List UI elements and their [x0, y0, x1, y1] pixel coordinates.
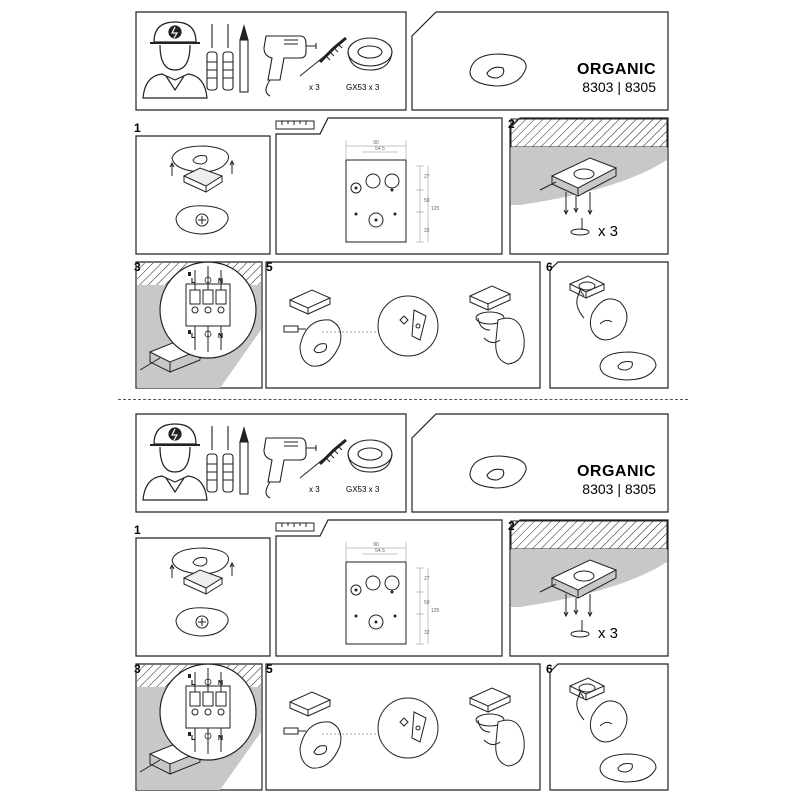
terminal-label-N-top: N: [218, 680, 223, 687]
drill-icon: [263, 437, 317, 499]
drilling-template-panel: 90 54.5 27 50 125 32: [275, 117, 503, 255]
ground-icon: [204, 276, 212, 338]
step-1-panel: [135, 537, 271, 657]
instruction-sheet: x 3 GX53 x 3 ORGANIC 8303 | 8305 1: [134, 413, 669, 791]
terminal-label-L-top: L: [191, 278, 196, 285]
bracket-with-lamp-icon: [283, 289, 342, 367]
terminal-block-zoom: L N L N: [159, 261, 257, 359]
terminal-label-L-top: L: [191, 680, 196, 687]
dim-a: 27: [424, 576, 430, 582]
product-name: ORGANIC: [577, 61, 656, 78]
step-2-panel: x 3: [509, 117, 669, 255]
pencil-icon: [239, 425, 249, 495]
drilling-template-panel: 90 54.5 27 50 125 32: [275, 519, 503, 657]
step-5-panel: [265, 663, 541, 791]
lamp-base-icon: [175, 205, 229, 235]
ground-icon: [204, 678, 212, 740]
dim-d: 32: [424, 630, 430, 636]
terminal-label-N-bottom: N: [218, 333, 223, 340]
ruler-icon: [275, 120, 315, 130]
dim-width: 90: [373, 542, 379, 548]
lamp-rotate-icon: [568, 677, 628, 743]
dim-inner: 54.5: [375, 548, 385, 554]
product-codes: 8303 | 8305: [582, 481, 656, 497]
product-codes: 8303 | 8305: [582, 79, 656, 95]
step-1-panel: [135, 135, 271, 255]
dowel-screw-icon: [299, 438, 347, 479]
screw-detail-zoom: [377, 295, 439, 357]
terminal-label-N-bottom: N: [218, 735, 223, 742]
drill-icon: [263, 35, 317, 97]
bracket-with-lamp-icon: [283, 691, 342, 769]
step-6-panel: [549, 663, 669, 791]
dim-width: 90: [373, 140, 379, 146]
step-2-panel: x 3: [509, 519, 669, 657]
finished-lamp-icon: [599, 351, 657, 381]
screw-quantity: x 3: [598, 223, 618, 240]
screw-quantity: x 3: [598, 625, 618, 642]
bulb-quantity: GX53 x 3: [346, 485, 380, 494]
terminal-label-L-bottom: L: [191, 735, 196, 742]
screw-icon: [570, 218, 590, 236]
step-number-6: 6: [546, 260, 553, 274]
lamp-base-icon: [175, 607, 229, 637]
mounting-holes: [350, 575, 400, 630]
terminal-label-L-bottom: L: [191, 333, 196, 340]
gx53-bulb-icon: [347, 37, 393, 71]
dowel-quantity: x 3: [309, 485, 320, 494]
electrician-icon: [142, 423, 208, 501]
step-number-6: 6: [546, 662, 553, 676]
step-number-5: 5: [266, 260, 273, 274]
tools-panel: x 3 GX53 x 3: [135, 413, 407, 513]
step-3-panel: L N L N: [135, 261, 263, 389]
step-6-panel: [549, 261, 669, 389]
dim-c: 125: [431, 206, 440, 212]
terminal-label-N-top: N: [218, 278, 223, 285]
screw-detail-zoom: [377, 697, 439, 759]
lamp-cover-icon: [169, 145, 235, 193]
step-number-1: 1: [134, 121, 141, 135]
dim-a: 27: [424, 174, 430, 180]
dim-d: 32: [424, 228, 430, 234]
product-panel: ORGANIC 8303 | 8305: [411, 11, 669, 111]
product-panel: ORGANIC 8303 | 8305: [411, 413, 669, 513]
mounting-holes: [350, 173, 400, 228]
product-name: ORGANIC: [577, 463, 656, 480]
screwdriver-icon: [206, 426, 234, 493]
dim-b: 50: [424, 600, 430, 606]
gx53-bulb-icon: [347, 439, 393, 473]
lamp-shape-icon: [469, 455, 527, 489]
lamp-shape-icon: [469, 53, 527, 87]
step-5-panel: [265, 261, 541, 389]
mounting-bracket-icon: [539, 559, 618, 618]
cut-line: [118, 399, 688, 400]
finished-lamp-icon: [599, 753, 657, 783]
dowel-screw-icon: [299, 36, 347, 77]
step-number-1: 1: [134, 523, 141, 537]
dowel-quantity: x 3: [309, 83, 320, 92]
mounted-lamp-icon: [468, 285, 525, 365]
terminal-block-zoom: L N L N: [159, 663, 257, 761]
dim-inner: 54.5: [375, 146, 385, 152]
pencil-icon: [239, 23, 249, 93]
mounting-bracket-icon: [539, 157, 618, 216]
tools-panel: x 3 GX53 x 3: [135, 11, 407, 111]
lamp-cover-icon: [169, 547, 235, 595]
bulb-quantity: GX53 x 3: [346, 83, 380, 92]
step-number-5: 5: [266, 662, 273, 676]
instruction-sheet: x 3 GX53 x 3 ORGANIC 8303 | 8305 1: [134, 11, 669, 389]
mounted-lamp-icon: [468, 687, 525, 767]
dim-b: 50: [424, 198, 430, 204]
instruction-half-top: x 3 GX53 x 3 ORGANIC 8303 | 8305 1: [0, 0, 804, 400]
ruler-icon: [275, 522, 315, 532]
step-3-panel: L N L N: [135, 663, 263, 791]
screwdriver-icon: [206, 24, 234, 91]
screw-icon: [570, 620, 590, 638]
dim-c: 125: [431, 608, 440, 614]
lamp-rotate-icon: [568, 275, 628, 341]
electrician-icon: [142, 21, 208, 99]
instruction-half-bottom: x 3 GX53 x 3 ORGANIC 8303 | 8305 1: [0, 402, 804, 802]
